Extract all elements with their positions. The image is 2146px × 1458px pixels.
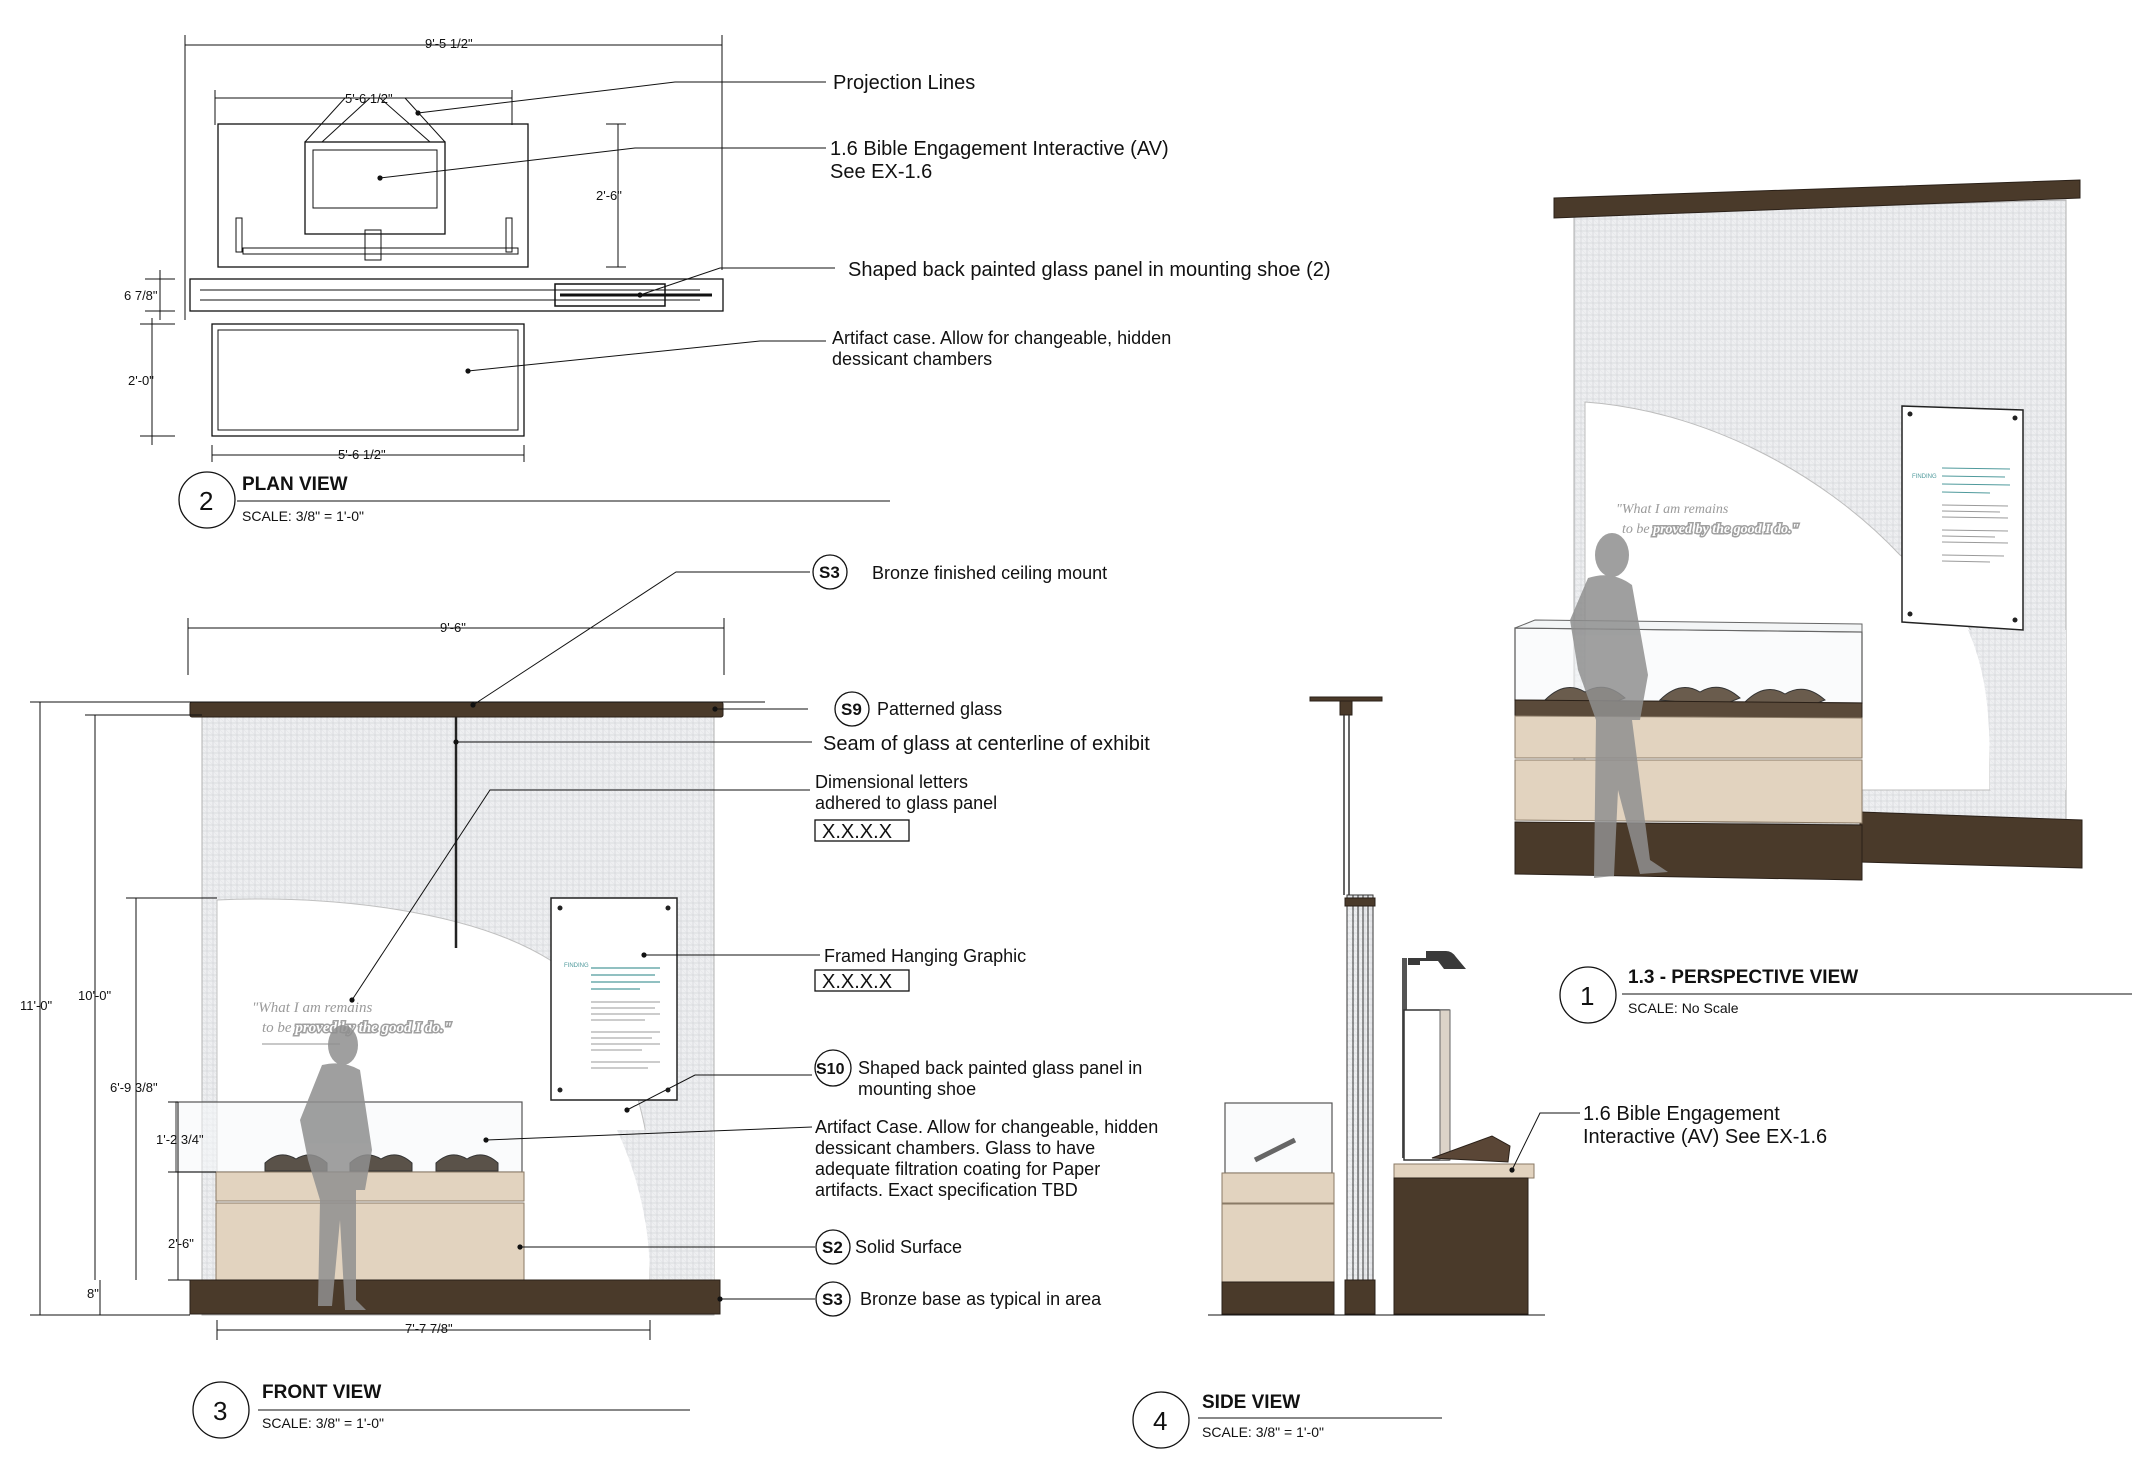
front-callout-shoe-l1: Shaped back painted glass panel in — [858, 1058, 1142, 1078]
svg-text:S3: S3 — [822, 1290, 843, 1309]
persp-graphic-heading: FINDING — [1912, 474, 1937, 480]
side-view-title: SIDE VIEW — [1202, 1392, 1300, 1413]
plan-callout-case-l2: dessicant chambers — [832, 349, 992, 369]
front-person-silhouette — [300, 1025, 372, 1310]
front-callout-patterned: Patterned glass — [877, 699, 1002, 719]
svg-text:S9: S9 — [841, 700, 862, 719]
front-dim-case-glass: 1'-2 3/4" — [156, 1132, 204, 1147]
front-view-scale: SCALE: 3/8" = 1'-0" — [262, 1415, 384, 1431]
side-callout-interactive-l2: Interactive (AV) See EX-1.6 — [1583, 1126, 1827, 1148]
front-view-title: FRONT VIEW — [262, 1382, 381, 1403]
plan-callout-case-l1: Artifact case. Allow for changeable, hid… — [832, 328, 1171, 348]
front-callout-base: Bronze base as typical in area — [860, 1289, 1102, 1309]
front-callout-case-l3: adequate filtration coating for Paper — [815, 1159, 1100, 1179]
persp-ceiling-mount — [1553, 179, 2081, 219]
persp-quote-line1: "What I am remains — [1616, 502, 1729, 517]
side-view-number: 4 — [1153, 1406, 1167, 1436]
front-dim-overall-width: 9'-6" — [440, 620, 466, 635]
front-bronze-base — [189, 1279, 721, 1315]
front-callout-solid: Solid Surface — [855, 1237, 962, 1257]
front-callout-letters-l2: adhered to glass panel — [815, 793, 997, 813]
front-callout-graphic: Framed Hanging Graphic — [824, 946, 1026, 966]
front-callout-graphic-code: X.X.X.X — [822, 971, 892, 993]
front-callout-letters-code: X.X.X.X — [822, 821, 892, 843]
plan-view: 9'-5 1/2" 5'-6 1/2" 2'-6" 6 7/8" — [124, 35, 1331, 529]
front-ceiling-mount — [189, 701, 724, 718]
front-graphic-heading: FINDING — [564, 963, 589, 969]
side-artifact-case-glass — [1224, 1102, 1333, 1174]
front-dim-height-glass: 10'-0" — [78, 988, 112, 1003]
persp-view-scale: SCALE: No Scale — [1628, 1000, 1739, 1016]
plan-dim-glass-depth: 6 7/8" — [124, 288, 158, 303]
plan-view-title: PLAN VIEW — [242, 474, 348, 495]
plan-interactive-footprint — [217, 123, 529, 268]
persp-view-title: 1.3 - PERSPECTIVE VIEW — [1628, 967, 1858, 988]
front-tag-s9: S9 — [834, 691, 870, 727]
front-callout-ceiling: Bronze finished ceiling mount — [872, 563, 1107, 583]
front-callout-case-l1: Artifact Case. Allow for changeable, hid… — [815, 1117, 1158, 1137]
front-callout-shoe-l2: mounting shoe — [858, 1079, 976, 1099]
persp-person-silhouette — [1570, 533, 1668, 878]
front-solid-surface-base — [215, 1202, 525, 1282]
side-glass-panels — [1346, 894, 1374, 1286]
side-view: 1.6 Bible Engagement Interactive (AV) Se… — [1132, 696, 1827, 1449]
side-view-scale: SCALE: 3/8" = 1'-0" — [1202, 1424, 1324, 1440]
front-case-top-band — [215, 1171, 525, 1202]
front-quote-line2: to be proved by the good I do." — [262, 1020, 452, 1036]
plan-case-footprint — [211, 323, 525, 437]
plan-dim-overall-width: 9'-5 1/2" — [425, 36, 473, 51]
front-dim-height-arch: 6'-9 3/8" — [110, 1080, 158, 1095]
plan-view-number-circle — [178, 471, 236, 529]
plan-callout-interactive-l1: 1.6 Bible Engagement Interactive (AV) — [830, 138, 1169, 160]
front-graphic-body-text — [591, 967, 660, 990]
front-dim-case-base: 2'-6" — [168, 1236, 194, 1251]
front-callout-case-l4: artifacts. Exact specification TBD — [815, 1180, 1078, 1200]
plan-dim-case-width: 5'-6 1/2" — [338, 447, 386, 462]
plan-callout-interactive-l2: See EX-1.6 — [830, 161, 932, 183]
front-view: 9'-6" "What I am remains to be proved by… — [20, 554, 1158, 1439]
front-callout-case-l2: dessicant chambers. Glass to have — [815, 1138, 1095, 1158]
svg-text:S10: S10 — [816, 1061, 845, 1078]
front-framed-hanging-graphic — [550, 897, 678, 1101]
perspective-view: "What I am remains to be proved by the g… — [1514, 179, 2132, 1024]
side-interactive-pedestal — [1393, 1177, 1529, 1315]
front-dim-height-overall: 11'-0" — [20, 998, 53, 1013]
plan-dim-interactive-depth: 2'-6" — [596, 188, 622, 203]
svg-text:S3: S3 — [819, 563, 840, 582]
plan-callout-projection: Projection Lines — [833, 72, 975, 94]
front-tag-s10: S10 — [814, 1049, 852, 1087]
front-quote-line1: "What I am remains — [252, 1000, 372, 1016]
plan-callout-glass-panel: Shaped back painted glass panel in mount… — [848, 259, 1331, 281]
front-callout-seam: Seam of glass at centerline of exhibit — [823, 733, 1150, 755]
persp-quote-line2: to be proved by the good I do." — [1622, 522, 1799, 537]
side-view-number-circle — [1132, 1391, 1190, 1449]
side-callout-interactive-l1: 1.6 Bible Engagement — [1583, 1103, 1780, 1125]
plan-dim-case-depth: 2'-0" — [128, 373, 154, 388]
front-tag-s3-bottom: S3 — [815, 1281, 851, 1317]
front-tag-s3-top: S3 — [812, 554, 848, 590]
front-callout-letters-l1: Dimensional letters — [815, 772, 968, 792]
front-dim-plinth: 8" — [87, 1286, 99, 1301]
front-view-number-circle — [192, 1381, 250, 1439]
persp-view-number-circle — [1559, 966, 1617, 1024]
plan-glass-panel — [189, 278, 724, 312]
front-dim-bottom-width: 7'-7 7/8" — [405, 1321, 453, 1336]
persp-bronze-base — [1514, 821, 1863, 881]
svg-text:S2: S2 — [822, 1238, 843, 1257]
front-view-number: 3 — [213, 1396, 227, 1426]
persp-view-number: 1 — [1580, 981, 1594, 1011]
plan-view-scale: SCALE: 3/8" = 1'-0" — [242, 508, 364, 524]
front-tag-s2: S2 — [815, 1229, 851, 1265]
plan-view-number: 2 — [199, 486, 213, 516]
persp-framed-hanging-graphic — [1901, 405, 2024, 631]
